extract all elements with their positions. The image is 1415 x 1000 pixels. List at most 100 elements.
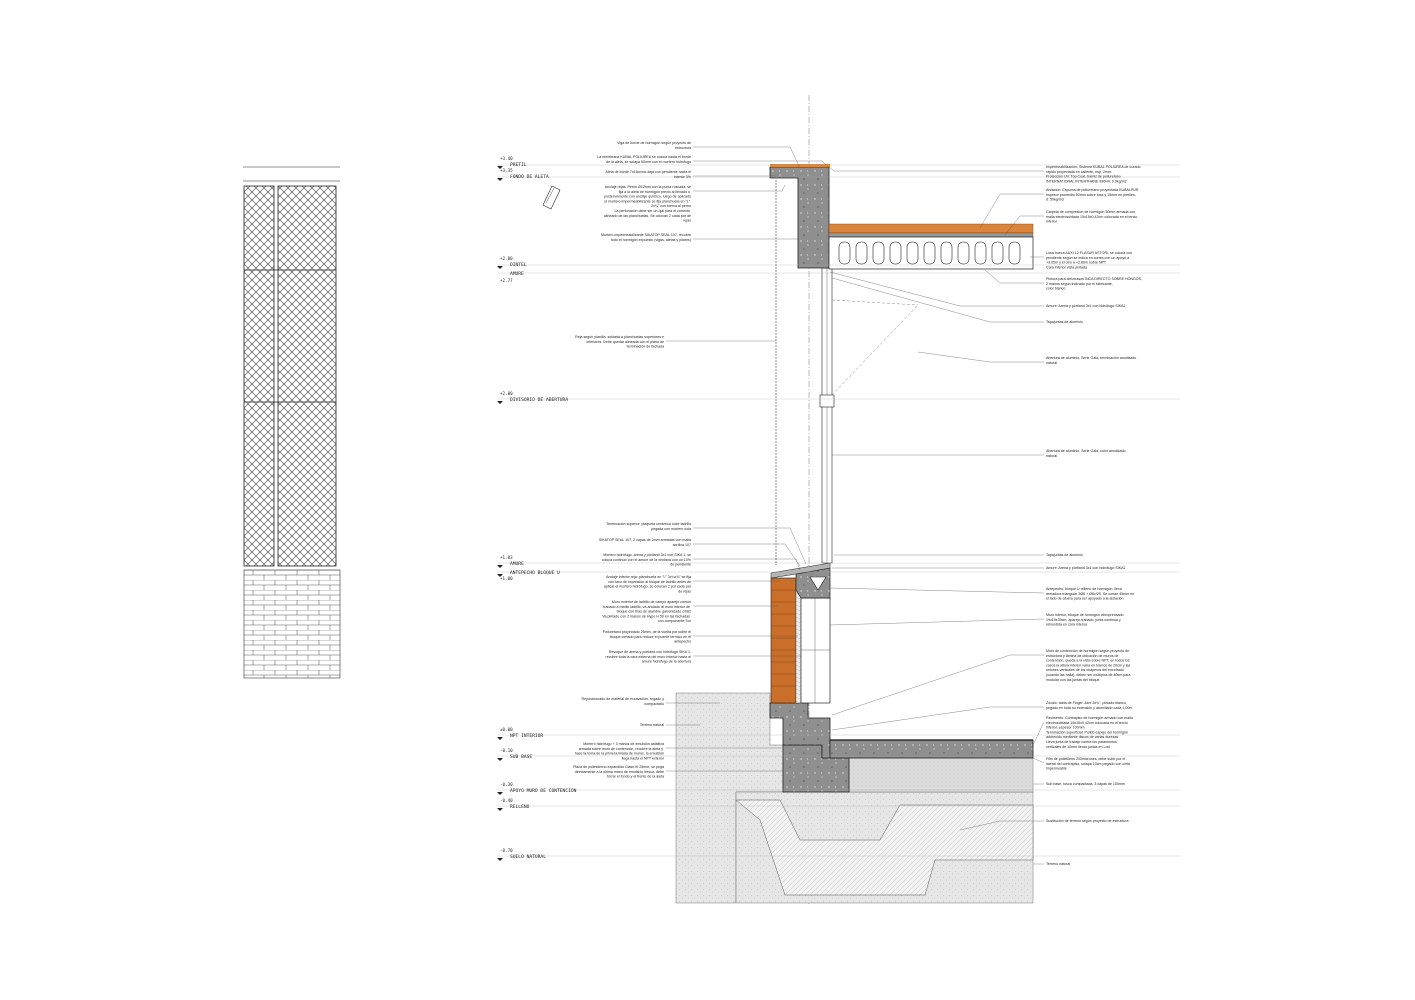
annotation: Muro exterior de ladrillo de campo apare…	[602, 600, 778, 623]
svg-text:DIVISORIO DE ABERTURA: DIVISORIO DE ABERTURA	[510, 397, 568, 403]
svg-text:SIKATOP SEAL 107, 2 capas de 2: SIKATOP SEAL 107, 2 capas de 2mm armadas…	[599, 538, 691, 547]
svg-text:Placa de poliestireno expandid: Placa de poliestireno expandido Clase II…	[573, 765, 664, 779]
notes-right: Impermeabilización: Sistema KUBAL POLIUR…	[827, 165, 1142, 866]
level-marker: +2.77 AMURE	[497, 271, 1180, 283]
svg-text:Tapajuntas de aluminio: Tapajuntas de aluminio	[1046, 553, 1083, 557]
svg-text:Anclaje inferior reja: planchu: Anclaje inferior reja: planchuela en "L"…	[604, 575, 692, 593]
retaining-wall	[769, 702, 831, 759]
annotation: Aislación: Espuma de poliuretano proyect…	[979, 188, 1139, 229]
roof-insulation	[828, 223, 1034, 234]
svg-text:Impermeabilización: Sistema KU: Impermeabilización: Sistema KUBAL POLIUR…	[1046, 165, 1141, 183]
annotation: Abertura de aluminio, Serie Gala, color …	[832, 449, 1126, 458]
svg-text:Antepecho, bloque U relleno de: Antepecho, bloque U relleno de hormigón,…	[1046, 587, 1134, 601]
svg-text:APOYO MURO DE CONTENCIÓN: APOYO MURO DE CONTENCIÓN	[510, 787, 577, 794]
level-marker: +2.00 DIVISORIO DE ABERTURA	[497, 391, 1180, 404]
svg-text:Carpeta de compresión de hormi: Carpeta de compresión de hormigón 50mm a…	[1046, 210, 1137, 224]
svg-text:Muro de contención de hormigón: Muro de contención de hormigón según pro…	[1046, 649, 1132, 682]
svg-text:Muro exterior de ladrillo de c: Muro exterior de ladrillo de campo apare…	[602, 600, 691, 623]
svg-text:Abertura de aluminio, Serie Ga: Abertura de aluminio, Serie Gala, color …	[1046, 449, 1126, 458]
svg-text:Terminación superior, plaqueta: Terminación superior, plaqueta cerámica …	[606, 522, 691, 531]
level-marker: ANTEPECHO BLOQUE U +1.00	[497, 570, 1180, 581]
annotation: Amure: Arena y pórtland 3x1 con hidrófug…	[832, 566, 1126, 570]
facade-elevation	[243, 166, 341, 679]
annotation: Poliuretano proyectado 25mm, de la vuelt…	[603, 630, 798, 644]
annotation: Zócalo: tabla de Finger Joint 3x¾", pint…	[831, 701, 1132, 731]
svg-text:Poliuretano proyectado 25mm, d: Poliuretano proyectado 25mm, de la vuelt…	[603, 630, 692, 644]
sub-base	[829, 757, 1034, 793]
level-marker: -0.70 SUELO NATURAL	[497, 848, 1180, 861]
annotation: Abertura de aluminio, Serie Gala, termin…	[917, 351, 1136, 365]
annotation: Pintura para cielorrasos INCA DIRECTO SO…	[984, 269, 1142, 291]
svg-text:-0.40: -0.40	[500, 798, 513, 803]
svg-text:±0.00: ±0.00	[500, 727, 513, 732]
annotation: Mortero impermeabilizante SIKATOP SEAL 1…	[601, 233, 799, 242]
svg-text:SUB BASE: SUB BASE	[510, 754, 532, 760]
svg-text:+2.00: +2.00	[500, 391, 513, 396]
annotation: Pavimento: Contrapiso de hormigón armado…	[1032, 716, 1133, 749]
svg-text:Terreno natural: Terreno natural	[640, 723, 664, 727]
svg-text:AMURE: AMURE	[510, 561, 524, 567]
svg-text:Mortero hidrófugo + 3 manos de: Mortero hidrófugo + 3 manos de emulsión …	[575, 742, 665, 760]
annotation: Terreno natural	[640, 723, 700, 727]
annotation: Anclaje inferior reja: planchuela en "L"…	[604, 575, 780, 593]
annotation: Mortero hidrófugo, arena y pórtland 3x1 …	[602, 553, 801, 571]
svg-text:PRETIL: PRETIL	[510, 162, 527, 168]
ground-layers	[675, 692, 1034, 904]
annotation: Mortero hidrófugo + 3 manos de emulsión …	[575, 742, 782, 760]
annotation: SIKATOP SEAL 107, 2 capas de 2mm armadas…	[599, 538, 801, 567]
svg-text:Abertura de aluminio, Serie Ga: Abertura de aluminio, Serie Gala, termin…	[1046, 356, 1136, 365]
notes-left: Viga de borde de hormigón según proyecto…	[573, 141, 827, 779]
annotation: Reposicionado de material de excavación,…	[581, 697, 720, 706]
wall-section	[770, 562, 831, 704]
annotation: Muro de contención de hormigón según pro…	[831, 649, 1132, 716]
annotation: Tapajuntas de aluminio	[831, 277, 1083, 324]
svg-text:Muro interior, bloque de hormi: Muro interior, bloque de hormigón vibrop…	[1046, 613, 1124, 627]
svg-text:-0.10: -0.10	[500, 748, 513, 753]
svg-text:Tapajuntas de aluminio: Tapajuntas de aluminio	[1046, 320, 1083, 324]
svg-text:+2.80: +2.80	[500, 256, 513, 261]
svg-text:Revoque de arena y pórtland co: Revoque de arena y pórtland con hidrófug…	[606, 650, 692, 664]
svg-text:Zócalo: tabla de Finger Joint: Zócalo: tabla de Finger Joint 3x¾", pint…	[1046, 701, 1132, 710]
svg-text:Mortero hidrófugo, arena y pór: Mortero hidrófugo, arena y pórtland 3x1 …	[602, 553, 692, 567]
svg-text:+3.35: +3.35	[500, 168, 513, 173]
svg-text:+1.00: +1.00	[500, 576, 513, 581]
annotation: Revoque de arena y pórtland con hidrófug…	[606, 650, 801, 664]
svg-text:Film de polietileno 200microne: Film de polietileno 200micrones, debe su…	[1046, 757, 1130, 771]
svg-text:Aislación: Espuma de poliureta: Aislación: Espuma de poliuretano proyect…	[1046, 188, 1139, 202]
window-swing	[831, 304, 919, 396]
svg-text:AMURE: AMURE	[510, 271, 524, 277]
svg-text:Terreno natural: Terreno natural	[1046, 862, 1070, 866]
annotation: Sustitución de terreno según proyecto de…	[959, 819, 1129, 831]
window-grille	[243, 185, 337, 567]
compression-layer	[828, 232, 1034, 238]
svg-text:Losa hueca AUXI 12 FLASUR ASTO: Losa hueca AUXI 12 FLASUR ASTORI, se col…	[1046, 251, 1132, 269]
svg-text:+2.77: +2.77	[500, 278, 513, 283]
svg-text:+1.03: +1.03	[500, 555, 513, 560]
annotation: Tapajuntas de aluminio	[834, 553, 1083, 557]
sill-mortar	[770, 562, 831, 579]
annotation: Muro interior, bloque de hormigón vibrop…	[829, 613, 1124, 627]
svg-text:DINTEL: DINTEL	[510, 262, 527, 268]
svg-text:Amure: Arena y pórtland 3x1 co: Amure: Arena y pórtland 3x1 con hidrófug…	[1046, 566, 1126, 570]
annotation: La membrana KUBAL POLIUREA se coloca has…	[597, 155, 827, 166]
annotation: Impermeabilización: Sistema KUBAL POLIUR…	[827, 165, 1141, 183]
svg-text:Reposicionado de material de e: Reposicionado de material de excavación,…	[581, 697, 664, 706]
annotation: Anclaje rejas: Perno Ø12mm con la punta …	[604, 184, 786, 223]
svg-text:NPT INTERIOR: NPT INTERIOR	[510, 733, 543, 739]
annotation: Aleta de borde 7x16cmos daja con pendien…	[605, 170, 776, 179]
level-marker: -0.40 RELLENO	[497, 798, 1180, 811]
level-marker: +1.03 AMURE	[497, 555, 1180, 568]
level-marker: -0.30 APOYO MURO DE CONTENCIÓN	[497, 782, 1180, 795]
level-marker: +3.40 PRETIL	[497, 156, 1180, 169]
annotation: Terminación superior, plaqueta cerámica …	[606, 522, 807, 565]
annotation: Antepecho, bloque U relleno de hormigón,…	[829, 587, 1134, 601]
level-marker: +3.35 FONDO DE ALETA	[497, 168, 1180, 181]
level-marker: +2.80 DINTEL	[497, 256, 1180, 269]
level-marker: ±0.00 NPT INTERIOR	[497, 727, 1180, 740]
svg-text:-0.30: -0.30	[500, 782, 513, 787]
brick-wall-elevation	[243, 569, 341, 679]
annotation: Placa de poliestireno expandido Clase II…	[573, 765, 783, 779]
svg-text:Pavimento: Contrapiso de hormi: Pavimento: Contrapiso de hormigón armado…	[1046, 716, 1133, 749]
annotation: Losa hueca AUXI 12 FLASUR ASTORI, se col…	[1030, 251, 1132, 269]
